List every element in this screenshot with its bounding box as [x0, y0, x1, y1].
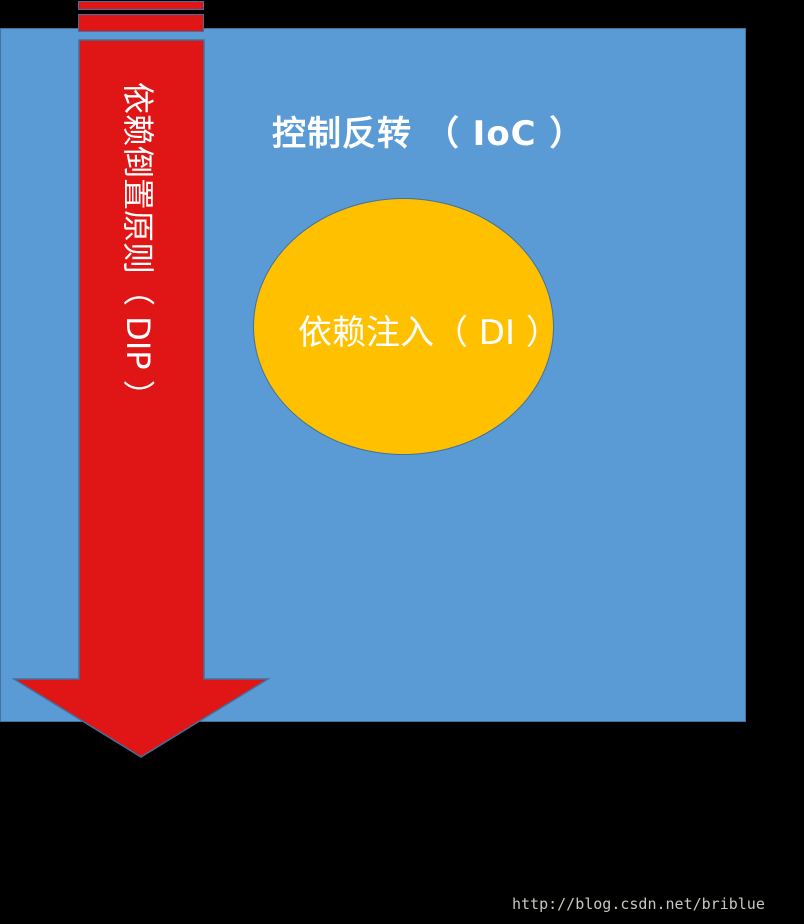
- arrow-stripe-2: [78, 14, 204, 32]
- di-ellipse: [253, 198, 554, 455]
- ioc-title: 控制反转 （ IoC ）: [272, 114, 585, 154]
- di-label: 依赖注入（ DI ）: [298, 313, 560, 353]
- dip-label: 依赖倒置原则（ DIP ）: [119, 82, 157, 412]
- arrow-stripe-1: [78, 1, 204, 10]
- watermark-url: http://blog.csdn.net/briblue: [512, 895, 765, 913]
